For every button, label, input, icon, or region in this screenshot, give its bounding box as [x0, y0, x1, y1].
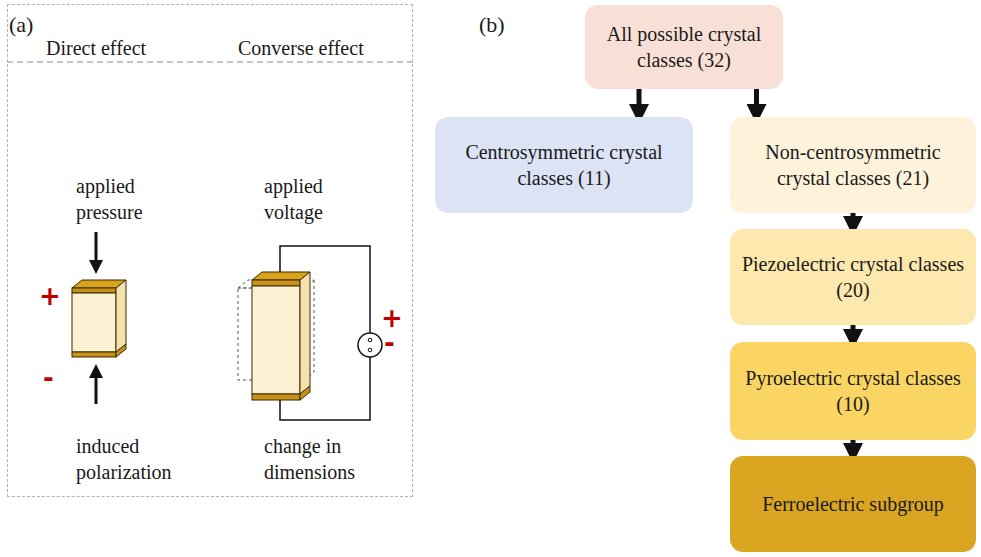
class-label: Pyroelectric crystal classes (10)	[738, 365, 968, 417]
class-label: Non-centrosymmetric crystal classes (21)	[738, 139, 968, 191]
class-label: Ferroelectric subgroup	[738, 491, 968, 517]
class-label: Piezoelectric crystal classes (20)	[738, 251, 968, 303]
voltage-source	[358, 333, 382, 357]
class-box: Centrosymmetric crystal classes (11)	[435, 117, 693, 213]
polarity-sign: +	[39, 283, 63, 309]
class-label: All possible crystal classes (32)	[593, 21, 775, 73]
polarity-sign: -	[384, 330, 408, 356]
flow-arrow	[851, 440, 856, 454]
class-box: Ferroelectric subgroup	[730, 456, 976, 552]
class-box: All possible crystal classes (32)	[585, 5, 783, 89]
effect-label: applied pressure	[76, 173, 188, 225]
class-box: Piezoelectric crystal classes (20)	[730, 229, 976, 325]
effect-label: change in dimensions	[264, 433, 394, 485]
effect-label: Direct effect	[46, 35, 196, 61]
panel-label: (a)	[9, 12, 33, 38]
flow-arrow	[754, 89, 759, 115]
piezo-cube	[252, 272, 310, 400]
flow-arrow	[851, 213, 856, 227]
class-box: Pyroelectric crystal classes (10)	[730, 342, 976, 440]
effect-label: applied voltage	[264, 173, 376, 225]
polarity-sign: +	[381, 305, 405, 331]
panel-divider	[7, 61, 413, 63]
panel-label: (b)	[479, 12, 505, 38]
dashed-panel: Direct effect Converse effect applied pres…	[7, 4, 413, 497]
class-label: Centrosymmetric crystal classes (11)	[443, 139, 685, 191]
polarity-sign: -	[43, 365, 67, 391]
piezo-cube	[72, 280, 126, 357]
flow-arrow	[637, 89, 642, 115]
flow-arrow	[851, 325, 856, 340]
effect-label: Converse effect	[238, 35, 398, 61]
class-box: Non-centrosymmetric crystal classes (21)	[730, 117, 976, 213]
effect-label: induced polarization	[76, 433, 196, 485]
